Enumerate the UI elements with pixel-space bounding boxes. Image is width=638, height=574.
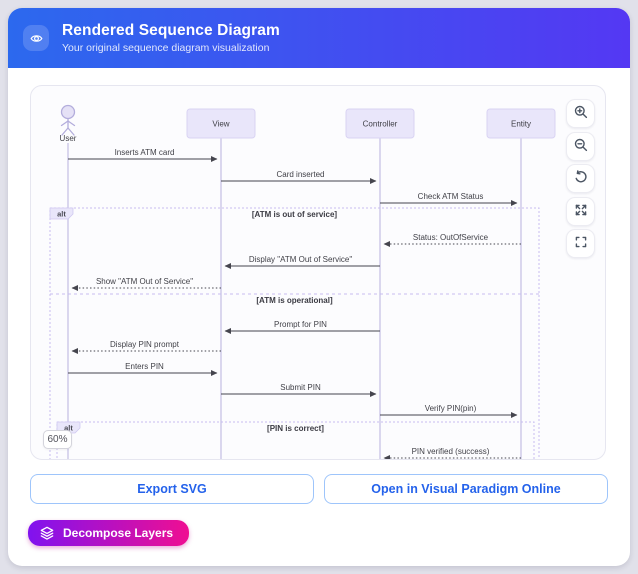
zoom-in-button[interactable]: [566, 99, 595, 128]
decompose-layers-button[interactable]: Decompose Layers: [28, 520, 190, 546]
svg-text:[ATM is out of service]: [ATM is out of service]: [252, 210, 338, 219]
header-titles: Rendered Sequence Diagram Your original …: [62, 22, 280, 54]
page-subtitle: Your original sequence diagram visualiza…: [62, 42, 270, 54]
svg-text:Controller: Controller: [363, 120, 398, 129]
fullscreen-button[interactable]: [566, 229, 595, 258]
layers-icon: [40, 526, 54, 540]
reset-view-button[interactable]: [566, 164, 595, 193]
svg-text:[ATM is operational]: [ATM is operational]: [256, 296, 333, 305]
decompose-layers-label: Decompose Layers: [63, 526, 174, 540]
svg-text:alt: alt: [57, 210, 66, 219]
sequence-diagram: alt [ATM is out of service] [ATM is operat…: [49, 104, 556, 459]
svg-text:Entity: Entity: [511, 120, 531, 129]
open-visual-paradigm-button[interactable]: Open in Visual Paradigm Online: [324, 474, 608, 504]
zoom-controls: [566, 99, 595, 258]
svg-text:[PIN is correct]: [PIN is correct]: [267, 424, 324, 433]
svg-text:Enters PIN: Enters PIN: [125, 362, 164, 371]
svg-text:alt: alt: [64, 424, 73, 433]
fullscreen-icon: [574, 235, 588, 252]
diagram-panel: alt [ATM is out of service] [ATM is operat…: [30, 85, 606, 460]
svg-text:Check ATM Status: Check ATM Status: [418, 192, 484, 201]
svg-text:Status: OutOfService: Status: OutOfService: [413, 233, 489, 242]
svg-text:User: User: [60, 134, 77, 143]
svg-text:Prompt for PIN: Prompt for PIN: [274, 320, 327, 329]
zoom-out-icon: [574, 138, 588, 155]
svg-text:PIN verified (success): PIN verified (success): [412, 447, 490, 456]
zoom-level-badge: 60%: [43, 430, 72, 449]
expand-arrows-icon: [574, 203, 588, 220]
svg-text:Display "ATM Out of Service": Display "ATM Out of Service": [249, 255, 352, 264]
expand-button[interactable]: [566, 196, 595, 226]
svg-text:Submit PIN: Submit PIN: [280, 383, 321, 392]
svg-text:View: View: [212, 120, 229, 129]
main-card: Rendered Sequence Diagram Your original …: [8, 8, 630, 566]
svg-text:Card inserted: Card inserted: [276, 170, 324, 179]
svg-text:Show "ATM Out of Service": Show "ATM Out of Service": [96, 277, 193, 286]
eye-icon: [23, 25, 49, 51]
svg-text:Inserts ATM card: Inserts ATM card: [115, 148, 175, 157]
export-svg-button[interactable]: Export SVG: [30, 474, 314, 504]
svg-text:Verify PIN(pin): Verify PIN(pin): [425, 404, 477, 413]
zoom-out-button[interactable]: [566, 131, 595, 161]
header: Rendered Sequence Diagram Your original …: [8, 8, 630, 68]
reset-icon: [574, 170, 588, 187]
page-title: Rendered Sequence Diagram: [62, 22, 280, 39]
svg-text:Display PIN prompt: Display PIN prompt: [110, 340, 180, 349]
zoom-in-icon: [574, 105, 588, 122]
